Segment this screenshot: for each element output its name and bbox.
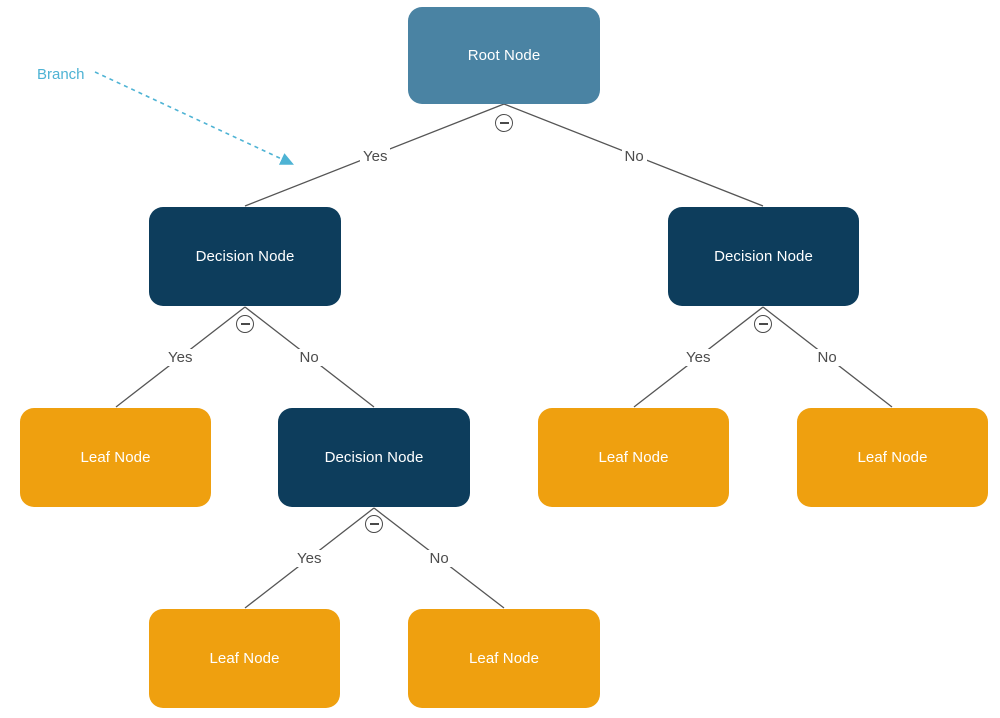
edge-label-dec-right-yes: Yes [683, 348, 714, 366]
node-leaf-b2[interactable]: Leaf Node [408, 609, 600, 708]
collapse-minus-icon[interactable] [236, 315, 254, 333]
edge-label-root-yes: Yes [360, 147, 391, 165]
node-label: Leaf Node [468, 650, 540, 667]
node-label: Leaf Node [598, 449, 669, 466]
edge-label-dec-left-yes: Yes [165, 348, 196, 366]
node-leaf-r1[interactable]: Leaf Node [538, 408, 729, 507]
minus-glyph [499, 122, 509, 124]
node-label: Root Node [467, 47, 541, 64]
node-label: Leaf Node [80, 449, 151, 466]
tree-connector-lines [115, 103, 893, 609]
node-dec-right[interactable]: Decision Node [668, 207, 859, 306]
node-leaf-b1[interactable]: Leaf Node [149, 609, 340, 708]
node-leaf-l1[interactable]: Leaf Node [20, 408, 211, 507]
node-root[interactable]: Root Node [408, 7, 600, 104]
node-dec-left[interactable]: Decision Node [149, 207, 341, 306]
edge-label-dec-mid-yes: Yes [294, 549, 325, 567]
node-label: Decision Node [714, 248, 813, 265]
minus-glyph [240, 323, 250, 325]
minus-glyph [758, 323, 768, 325]
branch-annotation-arrow [94, 71, 294, 165]
edge-label-dec-left-no: No [296, 348, 322, 366]
node-dec-mid[interactable]: Decision Node [278, 408, 470, 507]
edge-label-dec-right-no: No [814, 348, 840, 366]
edge-label-root-no: No [621, 147, 647, 165]
collapse-minus-icon[interactable] [754, 315, 772, 333]
node-label: Leaf Node [209, 650, 280, 667]
node-leaf-r2[interactable]: Leaf Node [797, 408, 988, 507]
minus-glyph [369, 523, 379, 525]
node-label: Decision Node [195, 248, 295, 265]
collapse-minus-icon[interactable] [495, 114, 513, 132]
node-label: Leaf Node [857, 449, 928, 466]
branch-annotation-label: Branch [37, 66, 85, 83]
collapse-minus-icon[interactable] [365, 515, 383, 533]
node-label: Decision Node [324, 449, 424, 466]
edge-label-dec-mid-no: No [426, 549, 452, 567]
